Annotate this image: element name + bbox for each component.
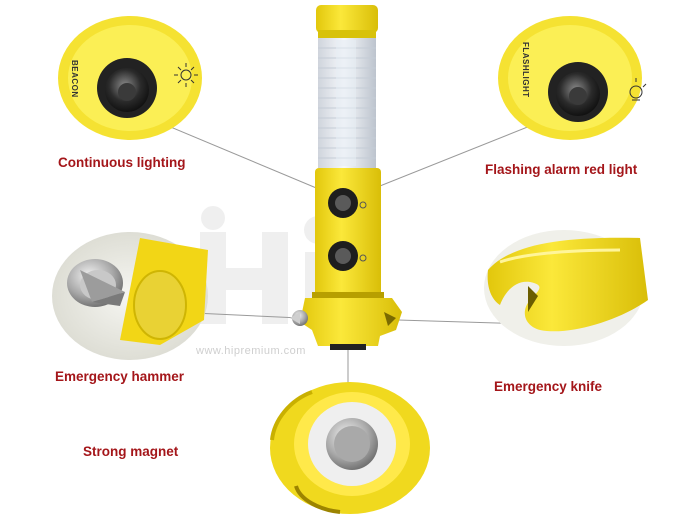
label-emergency-knife: Emergency knife — [494, 379, 603, 394]
flashlight-embossed-text: FLASHLIGHT — [521, 42, 530, 98]
magnet-closeup — [270, 382, 430, 514]
hammer-spike — [67, 259, 125, 307]
watermark-url: www.hipremium.com — [196, 345, 306, 357]
label-flashing-alarm: Flashing alarm red light — [485, 162, 638, 177]
label-strong-magnet: Strong magnet — [83, 444, 179, 459]
label-continuous-lighting: Continuous lighting — [58, 155, 186, 170]
emergency-flashlight — [290, 5, 402, 350]
knife-closeup — [484, 230, 648, 346]
bulb-icon — [629, 78, 647, 101]
label-emergency-hammer: Emergency hammer — [55, 369, 185, 384]
flashlight-closeup: FLASHLIGHT — [498, 16, 647, 140]
beacon-embossed-text: BEACON — [70, 60, 79, 98]
beacon-closeup: BEACON — [58, 16, 202, 140]
hammer-closeup — [52, 232, 208, 360]
sun-icon — [174, 63, 198, 87]
